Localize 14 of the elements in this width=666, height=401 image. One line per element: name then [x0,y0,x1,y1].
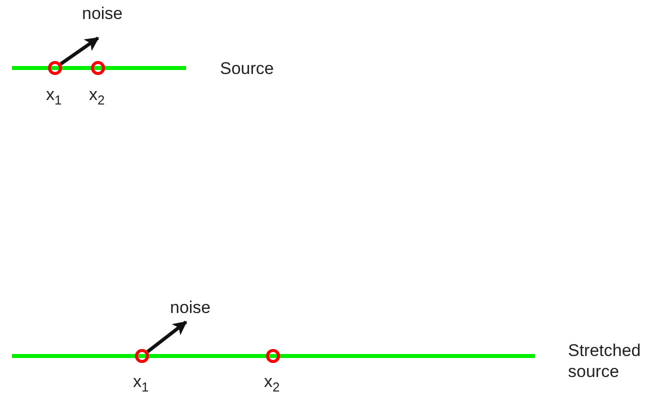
point-label: x$_{2}$ [264,371,281,396]
point-circle [48,61,62,75]
noise-label: noise [82,4,124,24]
line-label: Source [220,58,275,80]
point-circle [91,61,105,75]
point-label: x$_{1}$ [133,371,150,396]
point-circle [266,349,280,363]
point-label: x$_{2}$ [89,84,106,109]
noise-arrow [146,320,188,354]
noise-label: noise [170,298,212,318]
point-label: x$_{1}$ [46,84,63,109]
noise-arrow [60,36,100,66]
point-circle [135,349,149,363]
line-label: Stretched source [568,340,642,382]
